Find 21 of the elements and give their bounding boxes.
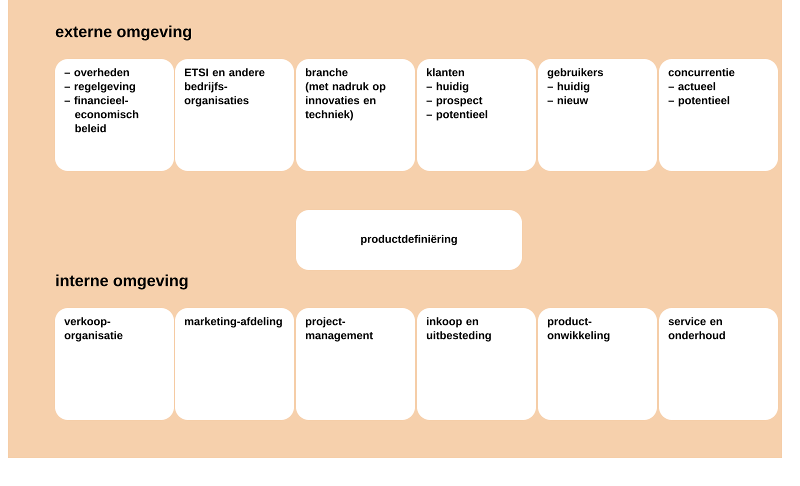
node-label: marketing-afdeling: [184, 317, 282, 328]
box: – overheden – regelgeving – financieel-economisch beleid: [55, 59, 174, 171]
section-heading: externe omgeving: [56, 26, 192, 40]
box: project-management: [296, 308, 415, 420]
box: ETSI en andere bedrijfs-organisaties: [175, 59, 294, 171]
box: product-onwikkeling: [538, 308, 657, 420]
node-label: ETSI en andere bedrijfs-organisaties: [184, 68, 265, 106]
box: branche (met nadruk op innovaties en techniek): [296, 59, 415, 171]
box: klanten – huidig – prospect – potentieel: [417, 59, 536, 171]
box: marketing-afdeling: [175, 308, 294, 420]
box: gebruikers – huidig – nieuw: [538, 59, 657, 171]
node-label: – financieel-economisch beleid: [64, 96, 138, 132]
box: inkoop en uitbesteding: [417, 308, 536, 420]
node-label: verkoop-organisatie: [64, 317, 123, 342]
box: verkoop-organisatie: [55, 308, 174, 420]
node-label: – overheden: [64, 68, 129, 76]
section-heading: interne omgeving: [56, 274, 188, 290]
node-label: – regelgeving: [64, 82, 135, 92]
box: concurrentie – actueel – potentieel: [659, 59, 778, 171]
box: service en onderhoud: [659, 308, 778, 420]
box: productdefiniëring: [296, 210, 522, 270]
